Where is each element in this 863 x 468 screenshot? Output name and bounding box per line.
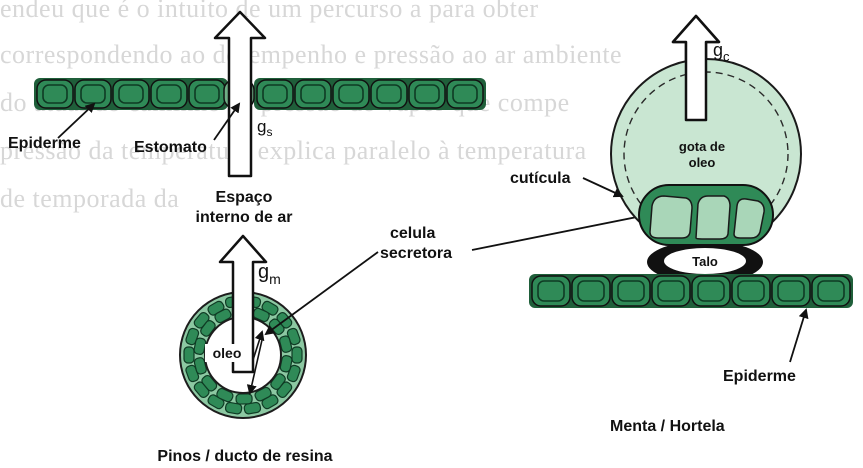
gota-label-line1: gota de — [679, 139, 725, 154]
celula-pointer-left — [266, 252, 378, 334]
estomato-label: Estomato — [134, 139, 207, 156]
gota-label-line2: oleo — [689, 155, 716, 170]
cuticula-label: cutícula — [510, 170, 571, 187]
menta-caption: Menta / Hortela — [610, 418, 725, 435]
duct-cell — [236, 394, 252, 404]
oleo-label-duct: oleo — [213, 345, 242, 361]
epiderme-pointer-right — [790, 310, 806, 362]
gm-label: gm — [258, 261, 281, 287]
duct-cell — [292, 347, 302, 363]
epiderme-label-left: Epiderme — [8, 135, 81, 152]
espaco-label-line1: Espaço — [216, 189, 273, 206]
gs-label: gs — [257, 117, 272, 139]
secretory-cell-group — [639, 185, 773, 245]
epidermis-strip-right — [529, 274, 853, 308]
epidermis-strip-left — [34, 78, 486, 110]
epiderme-label-right: Epiderme — [723, 368, 796, 385]
talo-label: Talo — [692, 254, 718, 269]
duct-cell — [184, 347, 194, 363]
espaco-label-line2: interno de ar — [196, 209, 293, 226]
celula-label-line1: celula — [390, 225, 435, 242]
pinos-caption: Pinos / ducto de resina — [157, 448, 332, 465]
celula-label-line2: secretora — [380, 245, 452, 262]
